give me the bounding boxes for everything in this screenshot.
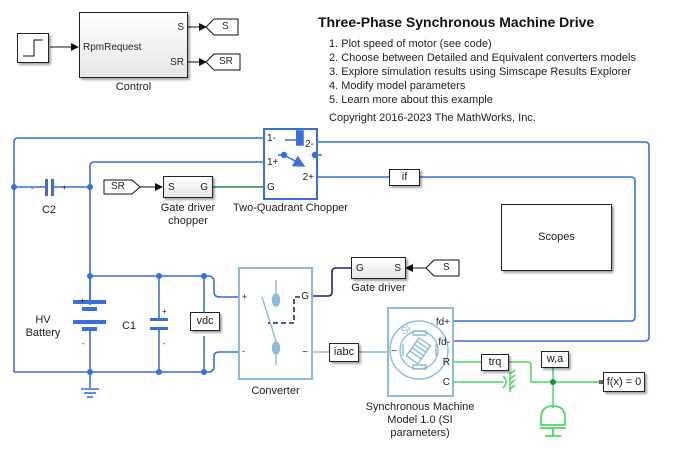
ground-icon <box>81 388 99 398</box>
electrical-wires <box>13 137 650 388</box>
control-output-sr: SR <box>170 57 184 68</box>
converter-gate: G <box>301 291 309 302</box>
signal-wires <box>50 23 426 272</box>
chopper-icon <box>278 130 322 167</box>
goto-s[interactable]: S <box>222 21 229 32</box>
battery-minus: - <box>82 339 85 348</box>
mechanical-reference-icon <box>502 369 516 392</box>
step-link-3[interactable]: 3. Explore simulation results using Sims… <box>329 66 632 78</box>
battery-plus: + <box>80 296 85 305</box>
wire-dc-minus <box>14 351 238 373</box>
goto-s-shape <box>205 18 239 36</box>
converter-plus: + <box>242 292 248 302</box>
gate-driver-block[interactable]: G S <box>351 257 406 279</box>
wa-sensor-tag[interactable]: w,a <box>541 351 569 368</box>
machine-port-c: C <box>442 377 450 388</box>
converter-block[interactable]: + - G ~ <box>238 267 313 380</box>
chopper-label: Two-Quadrant Chopper <box>233 202 348 214</box>
model-title: Three-Phase Synchronous Machine Drive <box>318 14 595 30</box>
step-block[interactable] <box>17 33 49 63</box>
trq-sensor-tag[interactable]: trq <box>481 354 509 371</box>
gdc-label: Gate driver chopper <box>160 202 216 227</box>
hv-battery-block[interactable] <box>72 296 108 336</box>
c1-capacitor-block[interactable] <box>148 314 170 334</box>
solver-port <box>599 380 603 384</box>
chopper-port-1minus: 1- <box>267 133 276 144</box>
wire-trq-to-node <box>509 361 599 383</box>
step-link-4[interactable]: 4. Modify model parameters <box>329 80 466 92</box>
wire-chopper-2minus <box>318 141 650 342</box>
battery-symbol <box>73 300 106 331</box>
step-icon <box>23 39 43 57</box>
if-sensor-tag[interactable]: if <box>389 169 420 186</box>
control-block[interactable]: RpmRequest S SR <box>79 12 188 78</box>
from-sr[interactable]: SR <box>111 181 125 192</box>
vdc-sensor-tag[interactable]: vdc <box>190 312 220 331</box>
c1-capacitor-symbol <box>150 318 168 330</box>
converter-icon <box>261 280 281 365</box>
step-link-5[interactable]: 5. Learn more about this example <box>329 94 493 106</box>
chopper-port-g: G <box>267 182 275 193</box>
gdc-in-s: S <box>168 182 175 193</box>
inertia-icon <box>540 405 566 437</box>
mechanical-wires <box>454 361 599 408</box>
steps-list: 1. Plot speed of motor (see code) 2. Cho… <box>329 37 636 107</box>
from-s-shape <box>425 259 460 277</box>
machine-port-fdplus: fd+ <box>435 317 450 328</box>
junction-dots <box>11 184 207 375</box>
tag-shapes <box>103 18 460 277</box>
copyright: Copyright 2016-2023 The MathWorks, Inc. <box>329 112 536 124</box>
chopper-port-2plus: 2+ <box>302 172 314 183</box>
converter-label: Converter <box>251 385 300 397</box>
c2-capacitor-symbol <box>45 179 54 196</box>
from-sr-shape <box>103 179 141 195</box>
converter-ac: ~ <box>302 347 308 358</box>
chopper-port-1plus: 1+ <box>267 157 279 168</box>
solver-configuration-block[interactable]: f(x) = 0 <box>603 372 645 392</box>
control-output-s: S <box>177 22 184 33</box>
from-s[interactable]: S <box>443 262 450 273</box>
c2-plus: + <box>62 183 67 192</box>
wire-chopper-1plus <box>89 161 263 305</box>
wire-chopper-1minus <box>13 137 263 372</box>
goto-sr[interactable]: SR <box>219 56 233 67</box>
wire-gate-driver-to-converter <box>312 267 351 297</box>
step-link-1[interactable]: 1. Plot speed of motor (see code) <box>329 38 492 50</box>
c1-plus: + <box>162 307 167 316</box>
c1-minus: - <box>163 339 166 348</box>
converter-minus: - <box>242 346 245 356</box>
c1-label: C1 <box>121 320 137 332</box>
mech-junction-dot <box>550 379 556 385</box>
c2-label: C2 <box>41 204 57 216</box>
step-link-2[interactable]: 2. Choose between Detailed and Equivalen… <box>329 52 636 64</box>
machine-port-fdminus: fd- <box>438 337 450 348</box>
two-quadrant-chopper-block[interactable]: 1- 1+ G 2- 2+ <box>263 128 318 200</box>
machine-ac: ~ <box>391 346 397 357</box>
wire-chopper-2plus <box>318 176 636 322</box>
control-label: Control <box>115 81 152 93</box>
converter-gate-dashed <box>268 296 300 324</box>
gate-driver-chopper-block[interactable]: S G <box>163 176 213 198</box>
chopper-port-2minus: 2- <box>305 139 314 150</box>
machine-icon <box>389 320 449 380</box>
goto-sr-shape <box>205 53 241 71</box>
wire-dc-plus <box>90 275 238 298</box>
gd-in-s: S <box>394 263 401 274</box>
machine-port-r: R <box>442 357 450 368</box>
gdc-out-g: G <box>200 182 208 193</box>
control-input-rpmrequest: RpmRequest <box>83 42 142 53</box>
gate-driver-label: Gate driver <box>351 282 406 294</box>
gd-out-g: G <box>356 263 364 274</box>
c2-minus: - <box>31 184 34 193</box>
machine-label: Synchronous Machine Model 1.0 (SI parame… <box>365 401 475 439</box>
synchronous-machine-block[interactable]: ~ fd+ fd- R C <box>387 307 454 397</box>
battery-label: HV Battery <box>25 314 61 339</box>
scopes-block[interactable]: Scopes <box>501 204 612 271</box>
iabc-sensor-tag[interactable]: iabc <box>329 343 359 362</box>
